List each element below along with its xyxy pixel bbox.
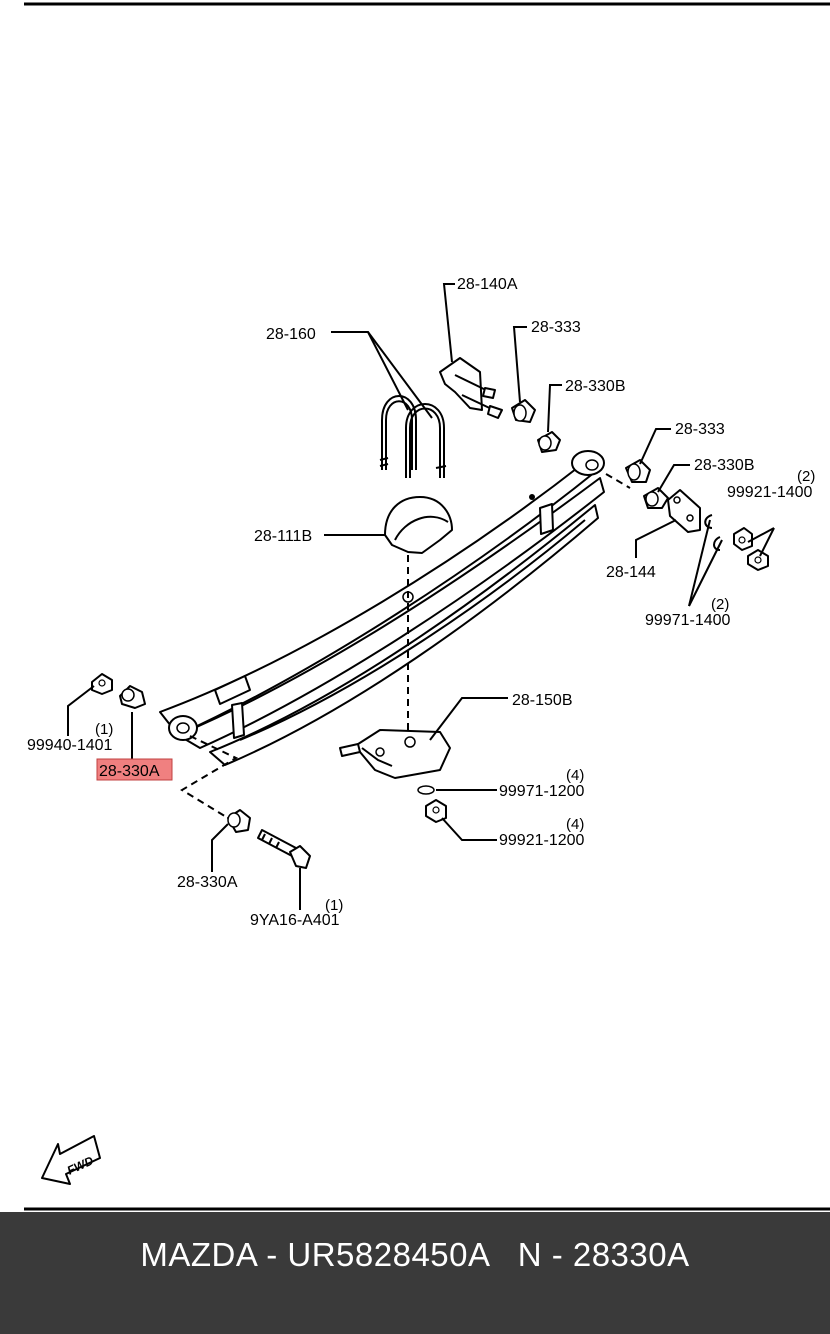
- nut-99940-1401: [91, 673, 113, 695]
- label-28-160: 28-160: [266, 326, 316, 343]
- label-28-111B: 28-111B: [254, 528, 312, 545]
- qty-9YA16-A401: (1): [325, 897, 343, 914]
- bushing-28-330B-top: [537, 431, 561, 453]
- nut-99921-1400: [733, 527, 769, 571]
- label-28-330A-bottom: 28-330A: [177, 874, 238, 891]
- qty-99971-1400: (2): [711, 596, 729, 613]
- label-28-330B-top: 28-330B: [565, 378, 626, 395]
- footer-part-number: MAZDA - UR5828450A N - 28330A: [140, 1236, 690, 1273]
- bolt-9YA16-A401: [257, 829, 311, 869]
- highlight-box: [96, 758, 173, 781]
- leaf-spring: [159, 450, 605, 766]
- footer-bar: MAZDA - UR5828450A N - 28330A: [0, 1212, 830, 1334]
- label-9YA16-A401: 9YA16-A401: [250, 912, 340, 929]
- label-28-140A: 28-140A: [457, 276, 518, 293]
- label-28-144: 28-144: [606, 564, 656, 581]
- qty-99971-1200: (4): [566, 767, 584, 784]
- label-99940-1401: 99940-1401: [27, 737, 113, 754]
- qty-99940-1401: (1): [95, 721, 113, 738]
- leader-lines: [67, 283, 775, 910]
- label-99971-1400: 99971-1400: [645, 612, 731, 629]
- fwd-arrow-icon: FWD: [41, 1135, 101, 1185]
- qty-99921-1200: (4): [566, 816, 584, 833]
- label-28-330A-highlighted[interactable]: 28-330A: [99, 763, 160, 780]
- bump-stopper: [384, 496, 453, 554]
- label-99971-1200: 99971-1200: [499, 783, 585, 800]
- label-99921-1400: 99921-1400: [727, 484, 813, 501]
- label-28-333-right: 28-333: [675, 421, 725, 438]
- spring-seat-plate: [339, 729, 451, 779]
- bushing-28-330A-bottom: [227, 809, 251, 833]
- parts-diagram: 28-140A 28-333 28-160 28-330B 28-333 28-…: [24, 2, 830, 1211]
- bushing-28-330A-top: [119, 685, 146, 709]
- qty-99921-1400: (2): [797, 468, 815, 485]
- shackle-plate: [667, 489, 701, 533]
- bushing-28-330B-right: [643, 487, 669, 509]
- spring-washer-99971-1200: [417, 785, 435, 795]
- label-28-333-top: 28-333: [531, 319, 581, 336]
- label-28-150B: 28-150B: [512, 692, 573, 709]
- shackle-bracket: [439, 357, 503, 419]
- bushing-28-333-right: [625, 459, 651, 483]
- u-bolts: [379, 395, 447, 478]
- nut-99921-1200: [425, 799, 447, 823]
- label-28-330B-right: 28-330B: [694, 457, 755, 474]
- bushing-28-333-top: [511, 399, 536, 423]
- label-99921-1200: 99921-1200: [499, 832, 585, 849]
